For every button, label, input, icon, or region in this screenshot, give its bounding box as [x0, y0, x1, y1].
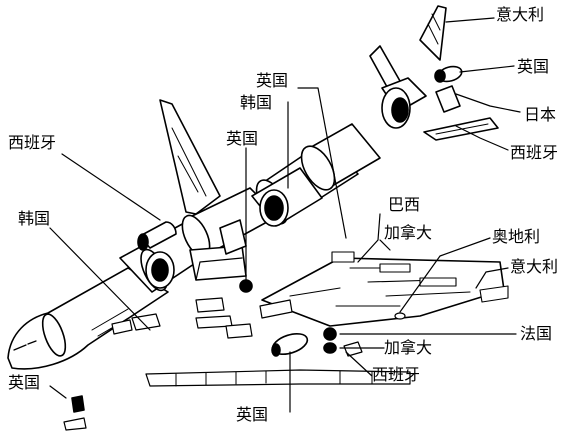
label-spain-part: 西班牙: [372, 365, 421, 384]
label-brazil: 巴西: [388, 195, 421, 214]
label-canada-wing: 加拿大: [384, 223, 433, 242]
wing-box-side: [195, 257, 243, 281]
label-korea-upper: 韩国: [240, 93, 273, 112]
wing-panel-b: [419, 277, 457, 287]
label-canada-part: 加拿大: [384, 338, 433, 357]
tail-cone: [435, 85, 461, 113]
flap-row: [145, 369, 411, 387]
left-wing-engine: [139, 221, 177, 249]
left-wing-engine-intake: [137, 233, 149, 251]
label-japan: 日本: [524, 105, 557, 124]
label-france: 法国: [520, 324, 553, 343]
tail-fin-panels: [427, 13, 441, 45]
austria-part: [394, 312, 406, 320]
wing-panel-a: [379, 263, 411, 273]
label-spain-fin: 西班牙: [8, 133, 57, 152]
flap-dividers: [175, 370, 373, 387]
nose-gear: [71, 395, 85, 413]
canada-part: [323, 342, 337, 354]
label-uk-nose-gear: 英国: [8, 373, 41, 392]
france-part: [323, 327, 337, 341]
bottom-engine-intake: [271, 343, 281, 357]
fairing-e: [111, 319, 133, 335]
vertical-fin: [159, 99, 221, 215]
label-italy-tail: 意大利: [496, 5, 545, 24]
fin-detail: [171, 127, 207, 197]
label-uk-mid: 英国: [226, 129, 259, 148]
label-uk-upper: 英国: [256, 71, 289, 90]
label-uk-bottom-engine: 英国: [236, 405, 269, 424]
leader-lines: [49, 17, 521, 413]
spain-part: [343, 341, 363, 357]
label-austria: 奥地利: [492, 227, 541, 246]
wing-box: [189, 245, 247, 281]
tail-engine-rear-core: [391, 97, 409, 123]
fuselage-ring-front: [41, 313, 67, 357]
fuselage-ring-aft: [300, 145, 336, 191]
wing-panel-c: [331, 251, 355, 263]
gear-door: [63, 417, 87, 431]
door-part: [259, 299, 293, 319]
label-korea-fuselage: 韩国: [18, 209, 51, 228]
label-uk-tail-engine: 英国: [517, 57, 550, 76]
fairing-a: [195, 297, 225, 313]
mid-engine-core: [151, 258, 169, 282]
label-spain-tailplane: 西班牙: [510, 143, 559, 162]
aileron-strip: [479, 285, 509, 303]
upper-engine-core: [264, 195, 284, 221]
label-italy-wing: 意大利: [510, 257, 559, 276]
fairing-d: [225, 323, 253, 339]
uk-tail-engine-nozzle: [434, 69, 446, 83]
cockpit-windows: [13, 340, 37, 351]
